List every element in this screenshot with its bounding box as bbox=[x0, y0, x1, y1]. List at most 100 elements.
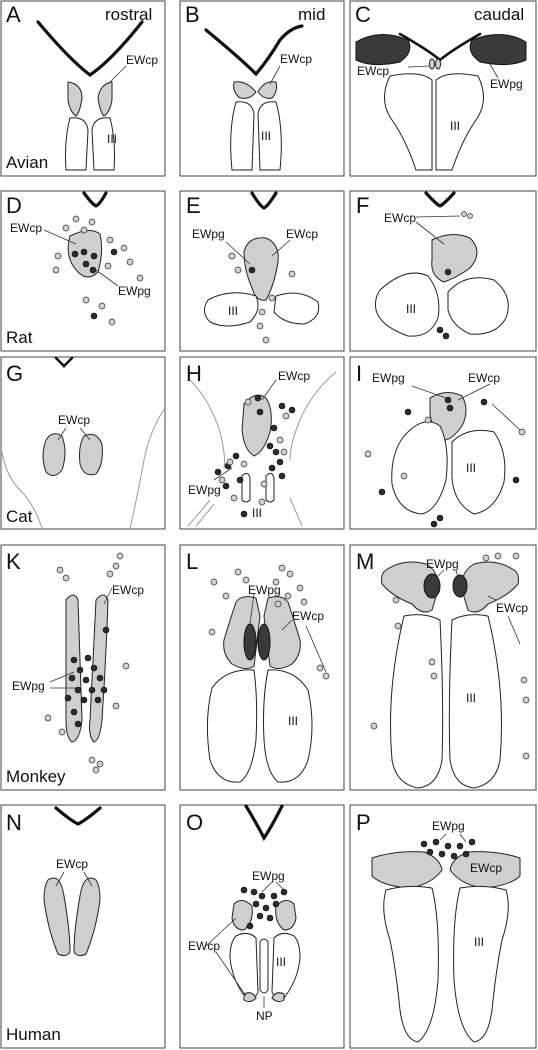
ewpg-neuron bbox=[268, 464, 276, 472]
panel-e-letter: E bbox=[186, 193, 201, 218]
ewpg-neuron bbox=[266, 914, 274, 922]
ewcp-neuron bbox=[108, 318, 116, 326]
ewpg-neuron bbox=[272, 448, 280, 456]
fiber-outline-left bbox=[1, 451, 43, 529]
ewpg-neuron bbox=[468, 838, 476, 846]
ewcp-neuron bbox=[392, 596, 400, 604]
fiber-outline-bottom-left bbox=[187, 499, 215, 527]
ewcp-neuron bbox=[106, 570, 114, 578]
ewcp-neuron bbox=[234, 568, 242, 576]
ewpg-neuron bbox=[222, 482, 230, 490]
label-ewcp: EWcp bbox=[188, 939, 220, 953]
leader-ewpg bbox=[213, 467, 233, 481]
ewpg-neuron bbox=[248, 266, 256, 274]
ewcp-neuron bbox=[300, 598, 308, 606]
panel-o-letter: O bbox=[186, 810, 203, 835]
ewpg-neuron bbox=[102, 626, 110, 634]
label-ewpg: EWpg bbox=[192, 227, 225, 241]
ewcp-neuron bbox=[430, 672, 438, 680]
ewcp-neuron bbox=[218, 476, 226, 484]
ewpg-neuron bbox=[76, 666, 84, 674]
ewpg-neuron bbox=[446, 404, 454, 412]
ewcp-neuron bbox=[394, 622, 402, 630]
oculomotor-right bbox=[453, 885, 509, 1043]
panel-d-letter: D bbox=[6, 193, 22, 218]
ewcp-neuron bbox=[482, 554, 490, 562]
leader-ewpg bbox=[261, 881, 273, 893]
label-np: NP bbox=[256, 1009, 273, 1023]
ewpg-neuron bbox=[94, 696, 102, 704]
ewpg-neuron bbox=[246, 922, 254, 930]
ewcp-neuron bbox=[258, 498, 266, 506]
ewcp bbox=[431, 234, 478, 283]
label-iii: III bbox=[252, 506, 262, 520]
species-cat: Cat bbox=[6, 507, 33, 526]
panel-i-letter: I bbox=[356, 361, 362, 386]
ventricle bbox=[250, 191, 278, 210]
ewcp-neuron bbox=[210, 578, 218, 586]
leader-ewcp-2 bbox=[415, 215, 461, 218]
ewpg-right bbox=[452, 574, 468, 598]
ewpg-neuron bbox=[266, 442, 274, 450]
ewcp-neuron bbox=[52, 266, 60, 274]
leader-ewcp bbox=[281, 619, 293, 631]
species-avian: Avian bbox=[6, 153, 48, 172]
ewpg-neuron bbox=[100, 686, 108, 694]
panel-a-letter: A bbox=[6, 2, 21, 27]
ewcp-neuron bbox=[240, 460, 248, 468]
ewcp-neuron bbox=[518, 428, 526, 436]
panel-k-frame bbox=[0, 544, 166, 791]
ewcp-neuron bbox=[512, 552, 520, 560]
ewcp-neuron bbox=[316, 664, 324, 672]
ventricle bbox=[424, 191, 456, 208]
oculomotor-left bbox=[390, 614, 444, 789]
species-monkey: Monkey bbox=[6, 767, 66, 786]
leader-ewcp bbox=[271, 239, 291, 257]
ewcp-neuron bbox=[276, 436, 284, 444]
ewcp-left bbox=[65, 594, 83, 743]
ewcp-neuron bbox=[296, 584, 304, 592]
panel-k: K EWcp EWpg Monkey bbox=[0, 544, 166, 791]
ewpg-neuron bbox=[420, 840, 428, 848]
leader-ewcp bbox=[457, 383, 491, 401]
ewpg-neuron bbox=[270, 424, 278, 432]
ewcp-neuron bbox=[116, 552, 124, 560]
ewcp-neuron bbox=[226, 458, 234, 466]
ewcp-neuron bbox=[272, 578, 280, 586]
ewcp-right bbox=[449, 851, 521, 889]
fiber-outline-left bbox=[189, 379, 225, 469]
ewpg-neuron bbox=[436, 326, 444, 334]
ewcp-neuron bbox=[122, 662, 130, 670]
oculomotor-left bbox=[65, 117, 89, 171]
ewcp-ventral-right bbox=[271, 992, 285, 1003]
ewcp-neuron bbox=[106, 236, 114, 244]
ewcp-neuron bbox=[120, 244, 128, 252]
ewcp-right bbox=[461, 561, 519, 613]
leader-ewcp bbox=[107, 65, 127, 85]
ewcp-neuron bbox=[461, 211, 467, 217]
ewcp-neuron bbox=[92, 766, 100, 774]
ewpg-neuron bbox=[236, 476, 244, 484]
label-ewpg: EWpg bbox=[188, 483, 221, 497]
ewcp-neuron bbox=[98, 302, 106, 310]
label-ewcp: EWcp bbox=[280, 52, 312, 66]
leader-ewcp-2 bbox=[305, 625, 327, 673]
fiber-outline-right bbox=[129, 407, 166, 529]
oculomotor-right bbox=[265, 472, 275, 503]
ewpg-neuron bbox=[456, 842, 464, 850]
label-ewcp: EWcp bbox=[58, 413, 90, 427]
ewcp-neuron bbox=[62, 574, 70, 582]
ewpg-neuron bbox=[89, 266, 97, 274]
ewpg-neuron bbox=[450, 852, 458, 860]
label-ewcp: EWcp bbox=[468, 371, 500, 385]
label-iii: III bbox=[107, 132, 117, 146]
ewcp-neuron bbox=[467, 213, 473, 219]
panel-c: C caudal EWcp EWpg III bbox=[349, 0, 537, 177]
panel-p: P EWcp EWpg III bbox=[349, 804, 537, 1049]
ewcp-neuron bbox=[72, 215, 80, 223]
label-ewcp: EWcp bbox=[470, 861, 502, 875]
ewcp-right bbox=[79, 433, 103, 476]
ewcp-neuron bbox=[228, 252, 236, 260]
leader-ewcp bbox=[205, 917, 237, 947]
ewcp-right bbox=[73, 877, 101, 957]
